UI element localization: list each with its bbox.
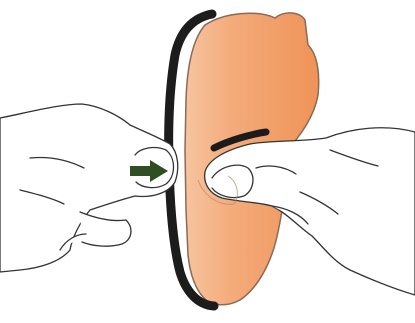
left-hand-icon <box>0 104 178 272</box>
